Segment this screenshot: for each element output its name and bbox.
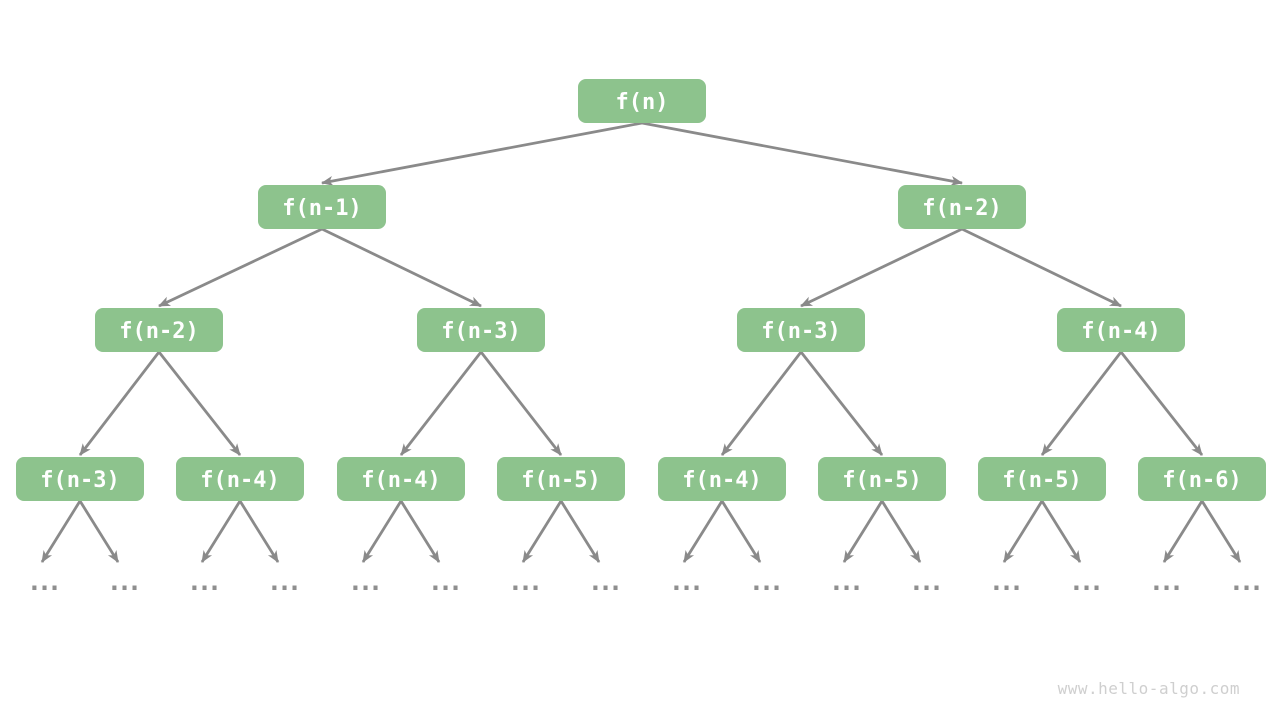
tree-node-box xyxy=(1057,308,1185,352)
leaf-edge-arrow xyxy=(1200,500,1242,563)
ellipsis: ... xyxy=(508,567,538,596)
edge-arrow xyxy=(157,351,242,456)
tree-node-aab: f(n-4) xyxy=(176,457,304,501)
tree-node-label: f(n-5) xyxy=(1002,468,1081,493)
tree-node-label: f(n-4) xyxy=(682,468,761,493)
leaf-edge-arrow xyxy=(399,500,441,563)
tree-node-ab: f(n-3) xyxy=(417,308,545,352)
leaf-edge-arrow xyxy=(559,500,601,563)
edge-arrow xyxy=(399,351,483,456)
tree-node-box xyxy=(337,457,465,501)
leaf-edge-arrow xyxy=(1002,500,1044,563)
leaf-edge-arrow xyxy=(1162,500,1204,563)
tree-node-aaa: f(n-3) xyxy=(16,457,144,501)
ellipsis: ... xyxy=(588,567,618,596)
ellipsis: ... xyxy=(1149,567,1179,596)
leaf-edge-arrow xyxy=(40,500,82,563)
ellipsis: ... xyxy=(1069,567,1099,596)
tree-node-box xyxy=(818,457,946,501)
tree-node-bbb: f(n-6) xyxy=(1138,457,1266,501)
tree-node-label: f(n-2) xyxy=(922,196,1001,221)
nodes: f(n) f(n-1) f(n-2) f(n-2) f(n-3) f(n-3) f(n-4)… xyxy=(16,79,1266,501)
leaf-edge-arrow xyxy=(880,500,922,563)
tree-node-box xyxy=(176,457,304,501)
tree-node-ba: f(n-3) xyxy=(737,308,865,352)
tree-node-b: f(n-2) xyxy=(898,185,1026,229)
leaf-edge-arrow xyxy=(78,500,120,563)
ellipsis: ... xyxy=(829,567,859,596)
tree-node-box xyxy=(978,457,1106,501)
edge-arrow xyxy=(321,121,643,186)
ellipsis: ... xyxy=(428,567,458,596)
ellipsis: ... xyxy=(669,567,699,596)
ellipsis: ... xyxy=(187,567,217,596)
tree-node-label: f(n-3) xyxy=(40,468,119,493)
leaf-edge-arrow xyxy=(200,500,242,563)
edge-arrow xyxy=(961,227,1122,308)
tree-node-root: f(n) xyxy=(578,79,706,123)
tree-node-box xyxy=(658,457,786,501)
edge-arrow xyxy=(1119,351,1204,456)
ellipsis: ... xyxy=(107,567,137,596)
ellipsis: ... xyxy=(989,567,1019,596)
tree-node-box xyxy=(258,185,386,229)
leaf-edge-arrow xyxy=(682,500,724,563)
tree-node-box xyxy=(578,79,706,123)
tree-node-baa: f(n-4) xyxy=(658,457,786,501)
leaf-edge-arrow xyxy=(720,500,762,563)
tree-node-label: f(n-3) xyxy=(441,319,520,344)
edge-arrow xyxy=(78,351,161,456)
leaf-edge-arrow xyxy=(1040,500,1082,563)
leaf-edge-arrow xyxy=(361,500,403,563)
leaf-edge-arrow xyxy=(521,500,563,563)
tree-node-bb: f(n-4) xyxy=(1057,308,1185,352)
edge-arrow xyxy=(720,351,803,456)
edge-arrow xyxy=(800,227,963,308)
edge-arrow xyxy=(321,227,482,308)
tree-node-label: f(n-1) xyxy=(282,196,361,221)
tree-node-aa: f(n-2) xyxy=(95,308,223,352)
ellipsis: ... xyxy=(267,567,297,596)
edge-arrow xyxy=(158,227,323,308)
tree-node-box xyxy=(16,457,144,501)
tree-node-a: f(n-1) xyxy=(258,185,386,229)
edge-arrow xyxy=(479,351,563,456)
ellipsis: ... xyxy=(1229,567,1259,596)
tree-node-aba: f(n-4) xyxy=(337,457,465,501)
tree-node-label: f(n-5) xyxy=(842,468,921,493)
leaf-edge-arrow xyxy=(238,500,280,563)
edge-arrow xyxy=(641,121,963,186)
tree-node-label: f(n-3) xyxy=(761,319,840,344)
tree-node-box xyxy=(737,308,865,352)
leaf-edge-arrow xyxy=(842,500,884,563)
edge-arrow xyxy=(799,351,884,456)
ellipsis: ... xyxy=(909,567,939,596)
edge-arrow xyxy=(1040,351,1123,456)
tree-node-label: f(n-2) xyxy=(119,319,198,344)
tree-node-label: f(n-4) xyxy=(1081,319,1160,344)
tree-node-bba: f(n-5) xyxy=(978,457,1106,501)
tree-node-label: f(n) xyxy=(616,90,669,115)
ellipsis: ... xyxy=(27,567,57,596)
tree-node-box xyxy=(1138,457,1266,501)
tree-node-box xyxy=(898,185,1026,229)
tree-node-box xyxy=(417,308,545,352)
ellipsis: ... xyxy=(348,567,378,596)
tree-node-box xyxy=(497,457,625,501)
watermark: www.hello-algo.com xyxy=(1057,679,1240,698)
ellipsis: ... xyxy=(749,567,779,596)
tree-node-label: f(n-5) xyxy=(521,468,600,493)
tree-node-label: f(n-6) xyxy=(1162,468,1241,493)
tree-node-bab: f(n-5) xyxy=(818,457,946,501)
tree-node-abb: f(n-5) xyxy=(497,457,625,501)
tree-node-label: f(n-4) xyxy=(361,468,440,493)
edges xyxy=(40,121,1242,563)
ellipses: ........................................… xyxy=(27,567,1264,596)
tree-node-box xyxy=(95,308,223,352)
tree-node-label: f(n-4) xyxy=(200,468,279,493)
